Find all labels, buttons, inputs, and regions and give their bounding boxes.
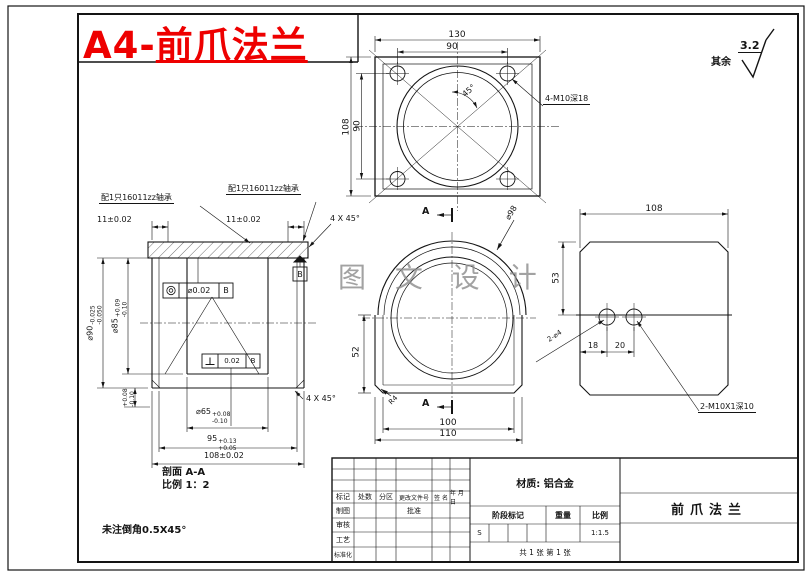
dim-d85: ⌀85+0.09-0.10: [110, 299, 128, 334]
dim-130: 130: [448, 30, 466, 40]
dim-108-tol: 108±0.02: [204, 451, 244, 460]
dim-d65-tol-dn: -0.10: [212, 417, 228, 425]
tb-row-process: 工艺: [336, 535, 350, 544]
top-view: [346, 36, 560, 211]
dim-95-tol-dn: +0.05: [218, 444, 237, 452]
tb-header-docno: 更改文件号: [398, 494, 429, 502]
dim-step-tol: +0.08-0.10: [112, 388, 136, 407]
dim-d90-tol-dn: -0.050: [96, 305, 103, 325]
fcf-concentricity-datum: B: [223, 286, 229, 295]
tb-header-date: 年 月 日: [450, 490, 464, 506]
label-bearing-left: 配1只16011zz轴承: [99, 193, 174, 204]
dim-53: 53: [551, 272, 562, 284]
dim-110: 110: [439, 429, 457, 439]
dim-95-value: 95: [207, 434, 218, 443]
fcf-perpendicularity-datum: B: [250, 357, 256, 365]
dim-90-left: 90: [352, 120, 363, 132]
right-view: [535, 209, 732, 412]
tb-part-name: 前爪法兰: [670, 502, 747, 518]
sheet-title: A4-前爪法兰: [83, 15, 308, 69]
title-block-lines: [331, 457, 799, 563]
tb-header-mark: 标记: [336, 493, 350, 501]
dim-90-top: 90: [446, 42, 458, 52]
tb-scale-value: 1:1.5: [591, 529, 609, 537]
dim-11-right: 11±0.02: [226, 215, 261, 224]
dim-95-tol-up: +0.13: [218, 438, 237, 445]
surface-finish-symbol: [741, 28, 775, 79]
tb-material: 材质: 铝合金: [516, 478, 574, 490]
label-bearing-right: 配1只16011zz轴承: [226, 184, 301, 195]
tb-header-count: 处数: [358, 493, 372, 501]
dim-100: 100: [439, 418, 457, 428]
dim-20: 20: [614, 341, 626, 350]
label-chamfer-top: 4 X 45°: [330, 214, 360, 223]
fcf-perpendicularity-tol: 0.02: [224, 357, 240, 365]
dim-step-tol-dn: -0.10: [128, 391, 136, 407]
dim-d65: ⌀65+0.08-0.10: [196, 408, 230, 425]
tb-stage-label: 阶段标记: [492, 510, 524, 520]
dim-108-right-view: 108: [645, 204, 663, 214]
dim-d65-value: ⌀65: [196, 407, 211, 416]
dim-d65-tol-up: +0.08: [212, 411, 231, 418]
note-unmarked-chamfer: 未注倒角0.5X45°: [102, 525, 187, 536]
tb-row-draw: 制图: [336, 506, 350, 515]
tb-stage-value: S: [477, 529, 482, 537]
tb-weight-label: 重量: [555, 510, 571, 520]
dim-d85-tol-dn: -0.10: [121, 301, 128, 318]
sheet-title-prefix: A4-: [83, 24, 156, 67]
dim-95: 95+0.13+0.05: [207, 435, 237, 452]
tb-header-sign: 签 名: [434, 494, 448, 502]
sheet-title-name: 前爪法兰: [155, 24, 308, 67]
datum-b-label: B: [297, 269, 303, 279]
tb-row-standard: 标准化: [333, 552, 352, 559]
tb-approve: 批准: [407, 506, 421, 515]
section-scale: 比例 1：2: [162, 480, 210, 491]
section-arrow-a-bottom: A: [422, 398, 430, 409]
tb-header-zone: 分区: [379, 493, 393, 501]
label-2-m10x1: 2-M10X1深10: [698, 402, 756, 413]
dim-11-left: 11±0.02: [97, 215, 132, 224]
section-arrow-a-top: A: [422, 206, 430, 217]
dim-d85-value: ⌀85: [110, 318, 120, 334]
section-view: [97, 201, 332, 468]
dim-d90: ⌀90-0.025-0.050: [85, 305, 103, 341]
watermark: 图 文 设 计: [338, 261, 547, 294]
dim-108-left: 108: [341, 118, 352, 136]
label-4-m10: 4-M10深18: [543, 94, 591, 105]
dim-52: 52: [351, 346, 362, 358]
surface-roughness-value: 3.2: [738, 39, 762, 53]
section-caption: 剖面 A-A: [162, 467, 206, 478]
fcf-concentricity-tol: ⌀0.02: [187, 286, 211, 295]
tb-row-check: 审核: [336, 521, 350, 529]
tb-scale-label: 比例: [592, 510, 608, 520]
label-chamfer-bottom: 4 X 45°: [306, 394, 336, 403]
dim-d90-value: ⌀90: [85, 325, 95, 341]
tb-sheet-count: 共 1 张 第 1 张: [519, 547, 571, 557]
surface-rest-label: 其余: [711, 57, 731, 68]
middle-view: [358, 208, 536, 444]
dim-18: 18: [587, 341, 599, 350]
